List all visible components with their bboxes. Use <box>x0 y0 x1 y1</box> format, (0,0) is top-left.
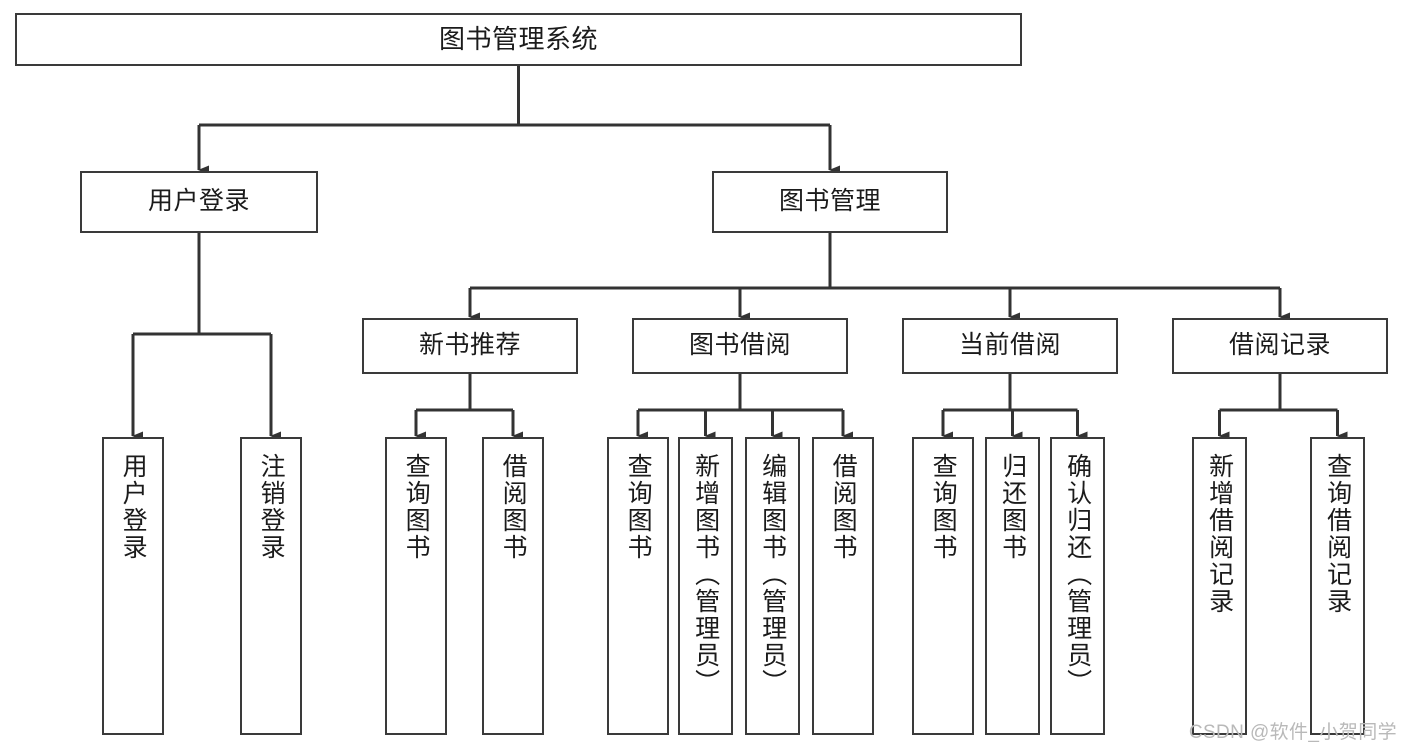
node-label: 新书推荐 <box>418 331 521 360</box>
node-leaf-bb-query[interactable]: 查询图书 <box>607 437 669 735</box>
node-label: 查询图书 <box>402 453 431 561</box>
node-leaf-bb-borrow[interactable]: 借阅图书 <box>812 437 874 735</box>
node-label: 图书管理系统 <box>438 24 598 55</box>
node-leaf-cb-confirm[interactable]: 确认归还（管理员） <box>1050 437 1105 735</box>
node-label: 编辑图书（管理员） <box>758 453 787 696</box>
node-leaf-user-login[interactable]: 用户登录 <box>102 437 164 735</box>
node-leaf-br-add[interactable]: 新增借阅记录 <box>1192 437 1247 735</box>
node-leaf-cb-return[interactable]: 归还图书 <box>985 437 1040 735</box>
node-borrow-record[interactable]: 借阅记录 <box>1172 318 1388 374</box>
node-leaf-user-logout[interactable]: 注销登录 <box>240 437 302 735</box>
node-label: 图书借阅 <box>688 331 791 360</box>
node-label: 查询图书 <box>624 453 653 561</box>
node-label: 新增借阅记录 <box>1205 453 1234 615</box>
node-label: 注销登录 <box>257 453 286 561</box>
node-label: 用户登录 <box>119 453 148 561</box>
node-leaf-bb-add[interactable]: 新增图书（管理员） <box>678 437 733 735</box>
edge-group <box>131 66 1348 441</box>
node-leaf-rec-query[interactable]: 查询图书 <box>385 437 447 735</box>
node-current-borrow[interactable]: 当前借阅 <box>902 318 1118 374</box>
node-user-login[interactable]: 用户登录 <box>80 171 318 233</box>
node-label: 用户登录 <box>147 187 250 216</box>
node-label: 归还图书 <box>998 453 1027 561</box>
node-root[interactable]: 图书管理系统 <box>15 13 1022 66</box>
watermark-text: CSDN @软件_小贺同学 <box>1188 722 1397 743</box>
node-label: 确认归还（管理员） <box>1063 453 1092 696</box>
node-label: 借阅记录 <box>1228 331 1331 360</box>
node-leaf-bb-edit[interactable]: 编辑图书（管理员） <box>745 437 800 735</box>
node-label: 新增图书（管理员） <box>691 453 720 696</box>
node-label: 当前借阅 <box>958 331 1061 360</box>
node-label: 查询图书 <box>929 453 958 561</box>
node-leaf-rec-borrow[interactable]: 借阅图书 <box>482 437 544 735</box>
node-label: 查询借阅记录 <box>1323 453 1352 615</box>
node-leaf-cb-query[interactable]: 查询图书 <box>912 437 974 735</box>
node-label: 借阅图书 <box>829 453 858 561</box>
node-leaf-br-query[interactable]: 查询借阅记录 <box>1310 437 1365 735</box>
node-label: 借阅图书 <box>499 453 528 561</box>
node-book-manage[interactable]: 图书管理 <box>712 171 948 233</box>
node-book-borrow[interactable]: 图书借阅 <box>632 318 848 374</box>
node-new-book-rec[interactable]: 新书推荐 <box>362 318 578 374</box>
node-label: 图书管理 <box>778 187 881 216</box>
